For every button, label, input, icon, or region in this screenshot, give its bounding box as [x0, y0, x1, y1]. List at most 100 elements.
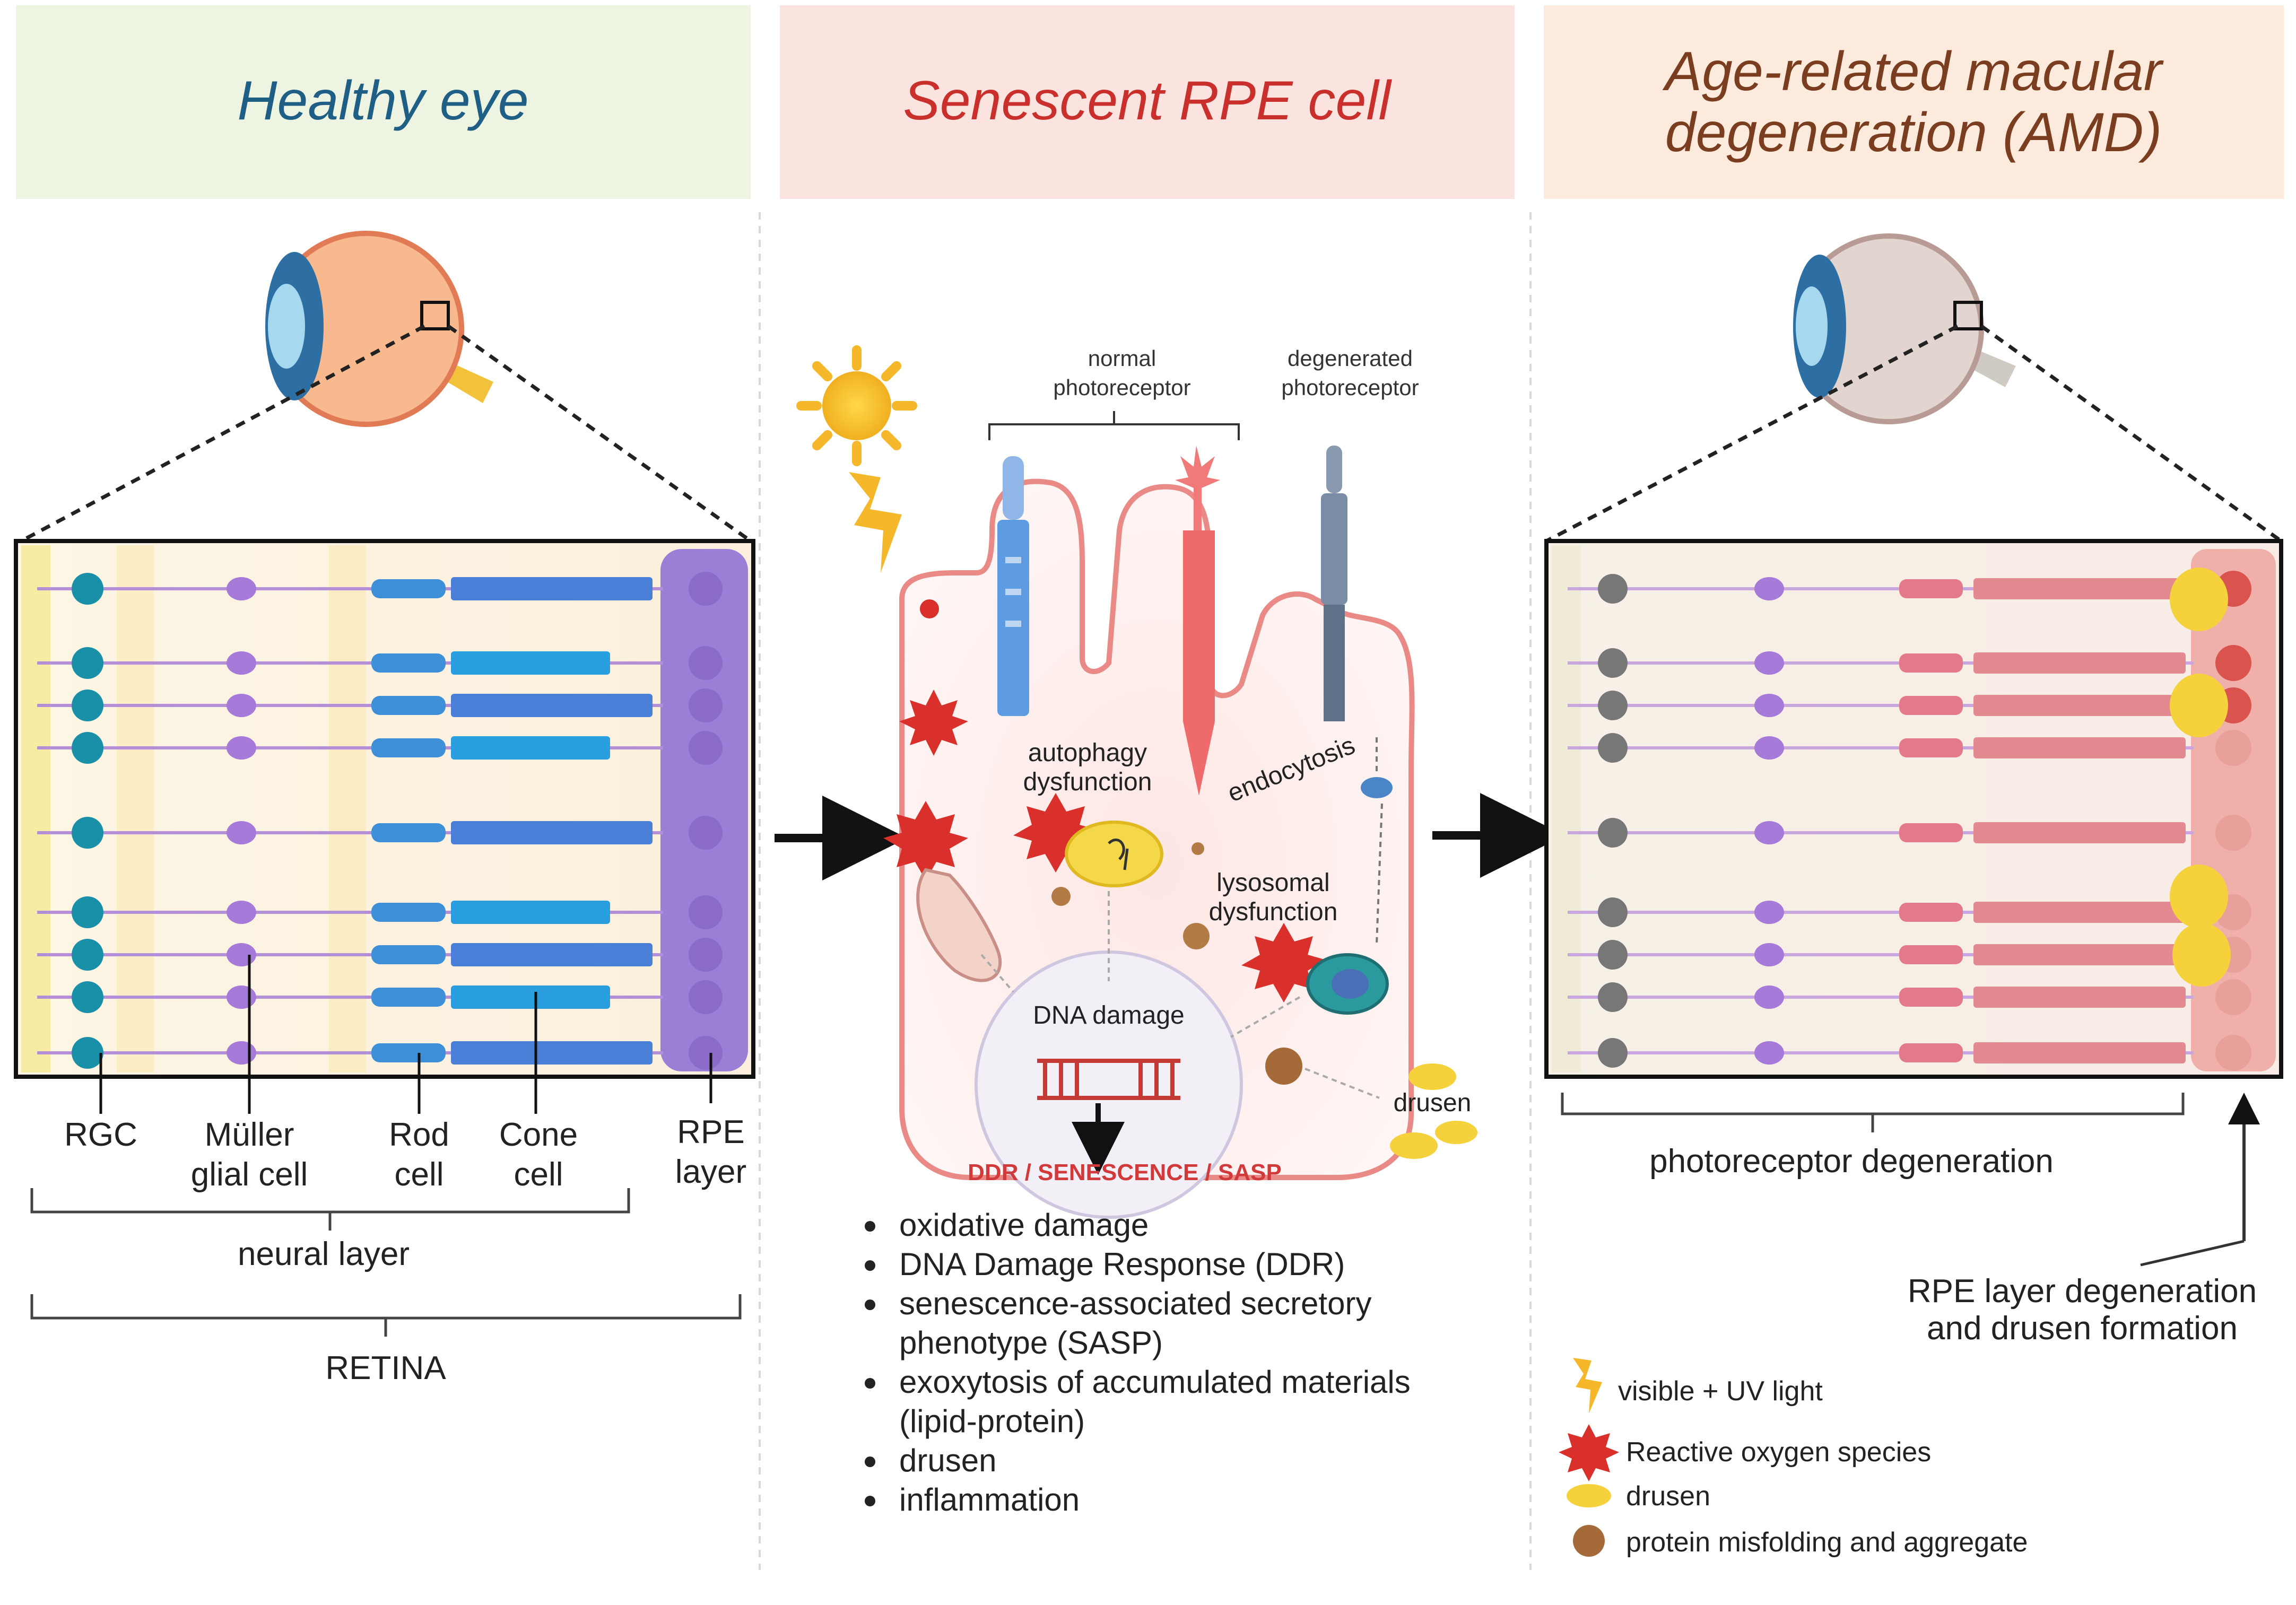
legend: visible + UV light Reactive oxygen speci… — [1559, 1358, 2028, 1558]
bullet-text: (lipid-protein) — [899, 1403, 1085, 1439]
aggregate-to-drusen-arrow — [1304, 1068, 1380, 1099]
rpe-degeneration-label-1: RPE layer degeneration — [1908, 1273, 2257, 1310]
photoreceptor-degeneration-label: photoreceptor degeneration — [1649, 1143, 2054, 1180]
bullet-text: inflammation — [899, 1482, 1080, 1517]
neural-layer-label: neural layer — [238, 1236, 410, 1272]
drusen-icon — [1390, 1132, 1438, 1159]
autophagosome — [1065, 821, 1163, 887]
bullet-text: drusen — [899, 1443, 996, 1478]
cone-label-2: cell — [514, 1156, 563, 1193]
ros-star-icon — [899, 690, 968, 756]
retina-cell-row — [37, 688, 723, 722]
amd-retina — [1544, 539, 2283, 1079]
bullet-dot — [865, 1496, 875, 1506]
drusen-icon — [1408, 1063, 1456, 1090]
legend-label-aggregate: protein misfolding and aggregate — [1626, 1527, 2028, 1558]
senescent-title: Senescent RPE cell — [903, 70, 1392, 132]
ros-small — [920, 599, 939, 618]
amd-cell-row — [1568, 730, 2251, 766]
retina-bracket — [30, 1294, 742, 1337]
legend-label-light: visible + UV light — [1618, 1376, 1823, 1407]
endosome — [1361, 777, 1393, 798]
amd-zoom-line-left — [1545, 324, 1959, 543]
retina-cell-row — [37, 572, 723, 606]
legend-label-drusen: drusen — [1626, 1481, 1710, 1512]
retina-cell-row — [37, 1036, 723, 1070]
mitochondrion — [916, 868, 1002, 982]
rgc-label: RGC — [64, 1116, 137, 1153]
healthy-title: Healthy eye — [237, 70, 528, 132]
healthy-retina — [14, 539, 755, 1079]
drusen-label: drusen — [1394, 1089, 1472, 1117]
bullet-text: senescence-associated secretory — [899, 1286, 1371, 1321]
photoreceptor-bracket — [988, 411, 1240, 440]
degenerated-photoreceptor — [1321, 446, 1347, 721]
retina-cell-row — [37, 646, 723, 680]
amd-title-line2: degeneration (AMD) — [1665, 102, 2162, 163]
retina-label: RETINA — [325, 1350, 446, 1386]
zoom-line-left — [20, 324, 425, 543]
normal-photoreceptor-rod — [997, 456, 1029, 716]
autophagy-label-2: dysfunction — [1023, 768, 1152, 796]
senescent-header-box — [780, 5, 1515, 199]
bullet-text: oxidative damage — [899, 1207, 1149, 1243]
aggregate-icon — [1265, 1048, 1302, 1085]
degenerated-photoreceptor-label-2: photoreceptor — [1281, 375, 1419, 400]
muller-label-2: glial cell — [191, 1156, 308, 1193]
zoom-line-right — [447, 325, 752, 543]
bullet-dot — [865, 1260, 875, 1271]
legend-ros-star-icon — [1559, 1424, 1619, 1481]
photoreceptor-degeneration-bracket — [1561, 1093, 2185, 1132]
autophagy-label-1: autophagy — [1028, 739, 1147, 767]
neural-layer-bracket — [30, 1188, 630, 1231]
degenerated-photoreceptor-label-1: degenerated — [1288, 346, 1413, 371]
lightning-icon — [849, 472, 902, 573]
rod-label-1: Rod — [389, 1116, 449, 1153]
legend-label-ros: Reactive oxygen species — [1626, 1437, 1931, 1468]
dna-helix — [1037, 1059, 1180, 1100]
aggregate-icon — [1051, 887, 1071, 906]
lysosomal-label-1: lysosomal — [1216, 869, 1329, 897]
amd-cell-row — [1568, 571, 2251, 607]
cone-label-1: Cone — [499, 1116, 578, 1153]
bullet-text: phenotype (SASP) — [899, 1325, 1163, 1360]
ros-star-icon — [883, 801, 968, 880]
bullet-dot — [865, 1221, 875, 1232]
aggregate-icon — [1183, 923, 1210, 949]
drusen-deposit — [2170, 674, 2228, 737]
rpe-label-2: layer — [675, 1154, 746, 1190]
drusen-deposit — [2170, 865, 2228, 928]
legend-lightning-icon — [1573, 1358, 1602, 1414]
amd-cell-row — [1568, 645, 2251, 681]
bullet-text: exoxytosis of accumulated materials — [899, 1364, 1411, 1400]
ddr-label: DDR / SENESCENCE / SASP — [968, 1159, 1282, 1185]
normal-photoreceptor-label-1: normal — [1088, 346, 1156, 371]
bullet-dot — [865, 1378, 875, 1389]
retina-cell-row — [37, 895, 723, 929]
rpe-label-1: RPE — [677, 1114, 744, 1150]
aggregate-icon — [1192, 842, 1204, 855]
amd-cell-row — [1568, 979, 2251, 1015]
bullet-dot — [865, 1299, 875, 1310]
endosome-to-lysosome-arrow — [1376, 803, 1383, 945]
amd-header-box — [1544, 5, 2284, 199]
retina-cell-row — [37, 938, 723, 972]
drusen-deposit — [2170, 568, 2228, 631]
amd-cell-row — [1568, 815, 2251, 851]
bullet-text: DNA Damage Response (DDR) — [899, 1246, 1345, 1282]
amd-eye-icon — [1793, 233, 2016, 424]
muller-label-1: Müller — [205, 1116, 294, 1153]
drusen-icon — [1435, 1121, 1477, 1144]
retina-cell-row — [37, 731, 723, 765]
healthy-eye-icon — [265, 231, 493, 427]
retina-cell-row — [37, 816, 723, 850]
lysosomal-label-2: dysfunction — [1209, 898, 1338, 926]
bullet-dot — [865, 1456, 875, 1467]
ros-star-icon — [1241, 923, 1326, 1002]
amd-title-line1: Age-related macular — [1662, 41, 2164, 102]
sun-icon — [796, 345, 917, 466]
amd-cell-row — [1568, 1035, 2251, 1071]
legend-aggregate-icon — [1573, 1525, 1605, 1557]
